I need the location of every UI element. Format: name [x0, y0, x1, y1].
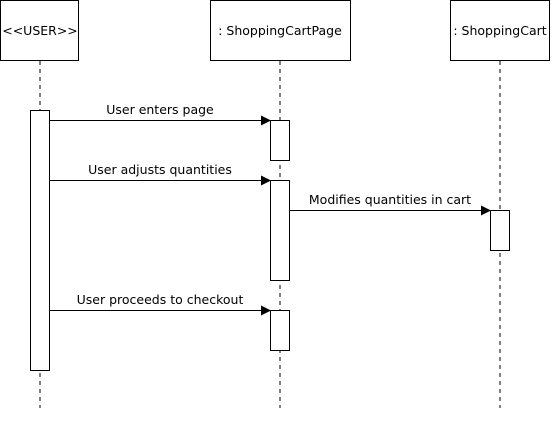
participant-shopping-cart-box — [450, 0, 550, 61]
message-label: User enters page — [106, 102, 214, 117]
participant-shopping-cart-page-box — [210, 0, 351, 61]
activation-page-enter — [270, 120, 290, 161]
message-user-adjusts-quantities: User adjusts quantities — [50, 162, 271, 186]
message-user-proceeds-to-checkout: User proceeds to checkout — [50, 292, 271, 316]
message-label: User adjusts quantities — [88, 162, 232, 177]
message-user-enters-page: User enters page — [50, 102, 271, 126]
participant-shopping-cart-label: : ShoppingCart — [453, 23, 546, 38]
activation-page-checkout — [270, 310, 290, 351]
participant-user-label: <<USER>> — [2, 23, 78, 38]
activation-cart-modify — [490, 210, 510, 251]
participant-user[interactable]: <<USER>> — [0, 0, 79, 61]
activation-user — [30, 110, 50, 371]
message-label: Modifies quantities in cart — [309, 192, 471, 207]
participant-shopping-cart[interactable]: : ShoppingCart — [450, 0, 550, 61]
participant-shopping-cart-page[interactable]: : ShoppingCartPage — [210, 0, 351, 61]
participant-user-box — [0, 0, 79, 61]
message-label: User proceeds to checkout — [77, 292, 244, 307]
participant-shopping-cart-page-label: : ShoppingCartPage — [218, 23, 342, 38]
activation-page-adjust — [270, 180, 290, 281]
message-modifies-quantities-in-cart: Modifies quantities in cart — [290, 192, 491, 216]
